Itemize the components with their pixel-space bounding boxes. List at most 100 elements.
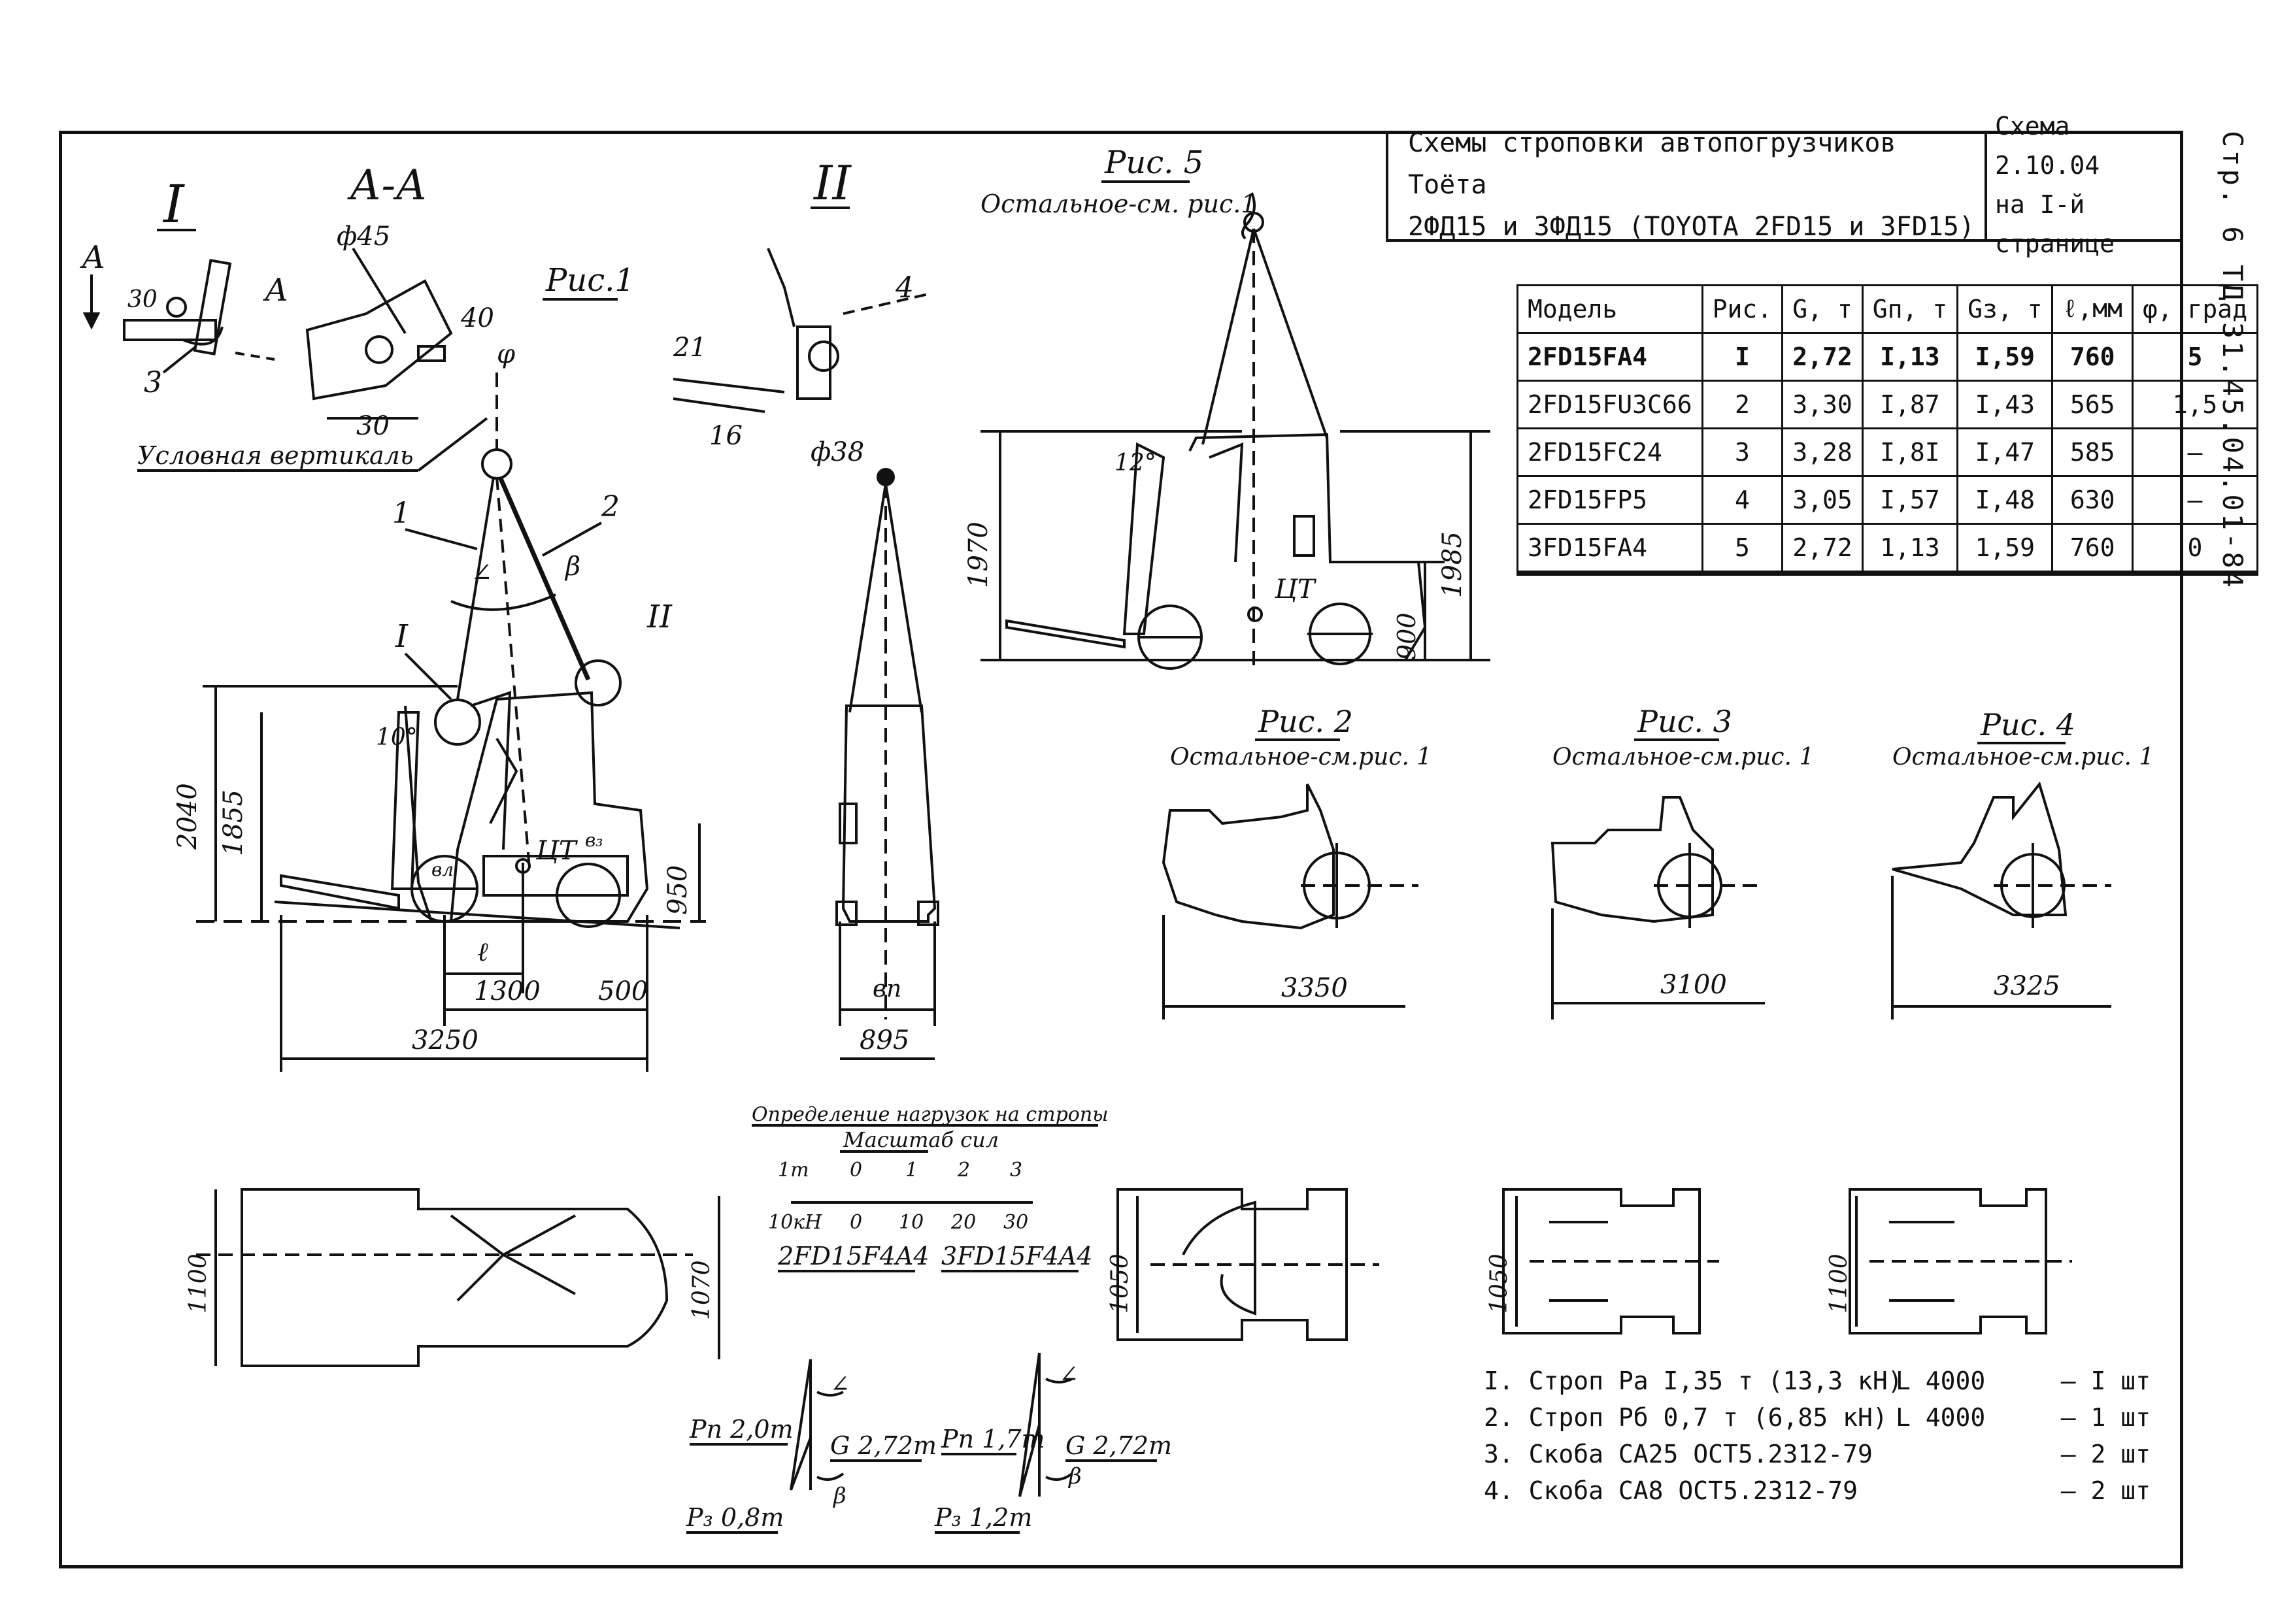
- conditional-vertical-label: Условная вертикаль: [137, 441, 414, 470]
- title-block: Схемы строповки автопогрузчиков Тоёта 2Ф…: [1386, 128, 1987, 242]
- table-cell: 2,72: [1781, 523, 1864, 576]
- force-left-p3: P₃ 0,8т: [686, 1503, 784, 1532]
- fig3-see-note: Остальное-см.рис. 1: [1552, 744, 1814, 771]
- bn-label: вп: [873, 976, 901, 1003]
- scale-top-1: 0: [850, 1159, 862, 1182]
- force-scale: Определение нагрузок на стропы Масштаб с…: [752, 1103, 1109, 1272]
- dim-500: 500: [598, 976, 648, 1006]
- table-header: Gп, т: [1861, 284, 1959, 334]
- table-cell: 5: [1701, 523, 1784, 576]
- load-definition-title: Определение нагрузок на стропы: [752, 1103, 1109, 1126]
- part-qty: – 2 шт: [2060, 1476, 2151, 1505]
- table-row: 2FD15FA4 I 2,72 I,13 I,59 760 5: [1516, 332, 2259, 382]
- section-AA-label: А-А: [347, 161, 427, 210]
- table-header: Gз, т: [1956, 284, 2054, 334]
- dim-3325: 3325: [1994, 971, 2060, 1001]
- fig4-partial: Рис. 4 Остальное-см.рис. 1 3325: [1891, 707, 2154, 1019]
- dim-1970: 1970: [963, 522, 994, 588]
- scale-top-2: 1: [905, 1159, 918, 1182]
- table-cell: 3: [1701, 427, 1784, 477]
- table-row: 2FD15FP5 4 3,05 I,57 I,48 630 –: [1516, 475, 2259, 525]
- table-cell: I,13: [1861, 332, 1959, 382]
- table-cell: 1,5: [2131, 380, 2259, 429]
- dim-3250: 3250: [412, 1025, 478, 1055]
- table-header: Модель: [1516, 284, 1703, 334]
- fig3-partial: Рис. 3 Остальное-см.рис. 1 3100: [1550, 704, 1814, 1019]
- dim-d45: ф45: [337, 222, 390, 252]
- dim-1050-plan-b: 1050: [1486, 1253, 1513, 1314]
- dim-30a: 30: [127, 286, 158, 313]
- list-item: I. Строп Pа I,35 т (13,3 кН) L 4000 – I …: [1484, 1363, 2151, 1399]
- fig4-title: Рис. 4: [1980, 707, 2075, 742]
- dim-1300: 1300: [474, 976, 541, 1006]
- table-cell: 3FD15FA4: [1516, 523, 1703, 576]
- bl-label: вл: [431, 859, 454, 880]
- fig1-forklift-side: Рис.1 φ Условная вертикаль 1 2 ∠ β I II: [137, 262, 706, 1072]
- scale-bottom-1: 0: [850, 1211, 862, 1234]
- plan-view-fig1: 1100 1070: [185, 1188, 720, 1367]
- force-scale-title: Масштаб сил: [843, 1127, 999, 1152]
- plan-view-fig2: 1050: [1107, 1188, 1379, 1341]
- dim-895: 895: [860, 1025, 909, 1055]
- table-cell: I: [1701, 332, 1784, 382]
- table-header: G, т: [1781, 284, 1864, 334]
- scheme-block: Схема 2.10.04 на I-й странице: [1985, 112, 2183, 258]
- dim-900: 900: [1392, 612, 1421, 660]
- dim-950: 950: [663, 865, 693, 915]
- table-cell: –: [2131, 475, 2259, 525]
- table-row: 2FD15FU3C66 2 3,30 I,87 I,43 565 1,5: [1516, 380, 2259, 429]
- beta-right: β: [1067, 1463, 1082, 1489]
- letter-A-right: А: [263, 272, 288, 308]
- force-right-g: G 2,72т: [1065, 1431, 1172, 1460]
- part-length: L 4000: [1896, 1403, 1986, 1432]
- table-cell: 760: [2051, 523, 2134, 576]
- fig4-see-note: Остальное-см.рис. 1: [1892, 744, 2154, 771]
- table-header: Рис.: [1701, 284, 1784, 334]
- angle-12-label: 12°: [1114, 450, 1156, 476]
- alpha-left: ∠: [830, 1371, 850, 1398]
- ell-label-fig1: ℓ: [477, 937, 488, 967]
- table-cell: 630: [2051, 475, 2134, 525]
- model-table: Модель Рис. G, т Gп, т Gз, т ℓ,мм φ, гра…: [1516, 284, 2259, 576]
- fig3-title: Рис. 3: [1637, 704, 1732, 739]
- table-cell: 585: [2051, 427, 2134, 477]
- dim-16: 16: [709, 421, 743, 451]
- ct-label-fig5: ЦТ: [1274, 574, 1317, 605]
- part-qty: – 2 шт: [2060, 1440, 2151, 1468]
- scheme-line-2: на I-й странице: [1995, 190, 2115, 258]
- scale-bottom-4: 30: [1003, 1211, 1028, 1234]
- title-line-2: 2ФД15 и 3ФД15 (TOYOTA 2FD15 и 3FD15): [1408, 212, 1975, 242]
- table-cell: –: [2131, 427, 2259, 477]
- table-cell: 2: [1701, 380, 1784, 429]
- table-cell: 2FD15FC24: [1516, 427, 1703, 477]
- scale-bottom-0: 10кН: [768, 1211, 822, 1234]
- beta-label: β: [564, 552, 580, 582]
- detail-II-label: II: [812, 156, 852, 210]
- dim-30b: 30: [356, 411, 390, 441]
- table-cell: 0: [2131, 523, 2259, 576]
- table-cell: 5: [2131, 332, 2259, 382]
- alpha-right: ∠: [1059, 1361, 1079, 1388]
- part-text: 2. Строп Pб 0,7 т (6,85 кН): [1484, 1403, 1888, 1432]
- dim-3100: 3100: [1660, 970, 1727, 1000]
- fig5-forklift: Рис. 5 Остальное-см. рис.1 ЦТ 12° 1970 1…: [963, 144, 1490, 673]
- detail-II: II 4 21 16 ф38: [673, 156, 929, 467]
- dim-1855: 1855: [218, 789, 248, 856]
- dim-1100-plan: 1100: [185, 1253, 212, 1314]
- dim-1100-plan-b: 1100: [1826, 1253, 1852, 1314]
- table-cell: 1,59: [1956, 523, 2054, 576]
- table-cell: I,59: [1956, 332, 2054, 382]
- table-cell: I,43: [1956, 380, 2054, 429]
- part-qty: – 1 шт: [2060, 1403, 2151, 1432]
- b3-label: в₃: [585, 829, 603, 851]
- fig2-see-note: Остальное-см.рис. 1: [1170, 744, 1432, 771]
- phi-label: φ: [497, 339, 515, 369]
- dim-d38: ф38: [811, 437, 864, 467]
- fig5-see-note: Остальное-см. рис.1: [980, 190, 1257, 218]
- dim-3350: 3350: [1281, 973, 1348, 1003]
- scale-top-3: 2: [957, 1159, 970, 1182]
- plan-view-fig4: 1100: [1826, 1188, 2072, 1334]
- scale-top-0: 1т: [778, 1159, 809, 1182]
- part-text: 3. Скоба СА25 ОСТ5.2312-79: [1484, 1440, 1873, 1468]
